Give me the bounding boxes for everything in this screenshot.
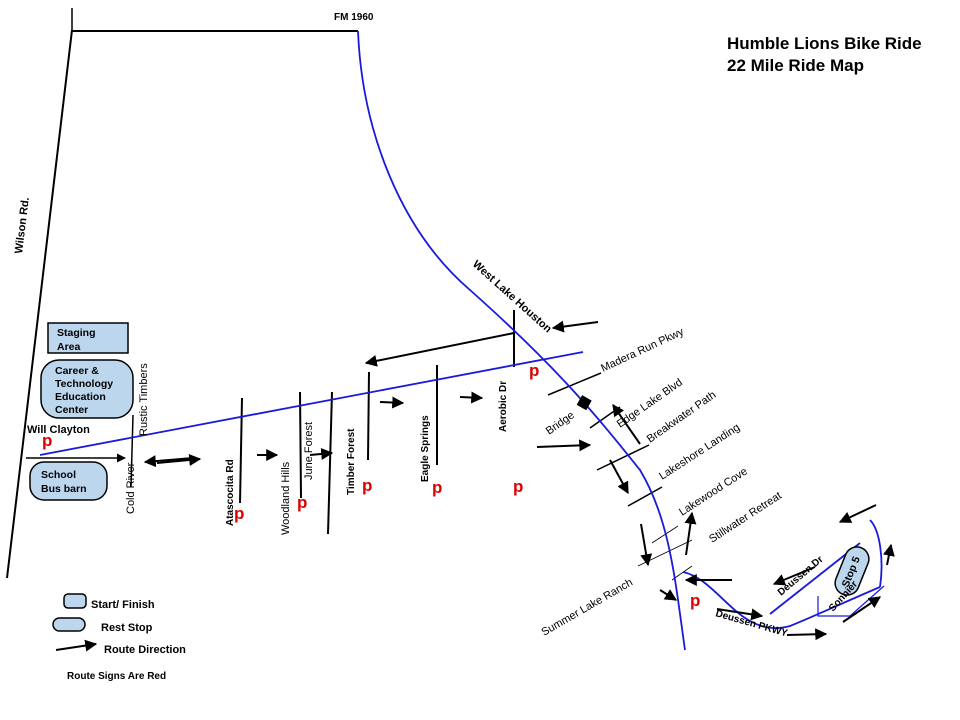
rustic-timbers-road [130, 414, 134, 488]
arrow-13 [684, 511, 697, 556]
arrow-15 [659, 589, 678, 601]
west-lake-houston-road [357, 30, 686, 651]
black-roads [6, 8, 693, 581]
sonnier-loop-road [817, 585, 885, 617]
breakwater-road [596, 444, 650, 471]
sonnier-road [869, 519, 883, 588]
aerobic-label: Aerobic Dr [498, 381, 509, 432]
stop5-box [834, 546, 870, 596]
stillwater-label: Stillwater Retreat [707, 490, 784, 546]
career-label-1: Career & [55, 365, 99, 377]
will-clayton-blue-road [39, 351, 584, 456]
career-label-3: Education [55, 391, 106, 403]
career-label-4: Center [55, 404, 88, 416]
deussen-pkwy-label: Deussen PKWY [714, 608, 789, 639]
atascocita-road [239, 397, 243, 504]
staging-area-box [47, 322, 129, 354]
route-arrows [143, 320, 895, 641]
legend-route-direction-label: Route Direction [104, 644, 186, 656]
arrow-9 [536, 439, 592, 452]
timber-forest-road [367, 371, 370, 461]
arrow-17 [786, 628, 828, 641]
staging-label-1: Staging [57, 327, 96, 339]
lakeshore-road [627, 486, 663, 507]
route-sign-3: p [297, 493, 307, 512]
legend-route-signs-label: Route Signs Are Red [67, 671, 166, 682]
place-boxes [29, 322, 870, 596]
bridge-label: Bridge [544, 409, 577, 437]
legend: Start/ Finish Rest Stop Route Direction … [52, 593, 186, 682]
arrow-6 [459, 391, 484, 404]
madera-run-label: Madera Run Pkwy [599, 326, 686, 375]
arrow-5 [379, 396, 405, 409]
route-sign-8: p [690, 591, 700, 610]
west-lake-houston-label: West Lake Houston [470, 258, 554, 335]
arrow-12 [640, 523, 653, 567]
cold-river-label: Cold River [125, 462, 137, 514]
lakewood-label: Lakewood Cove [677, 465, 750, 518]
place-labels: Staging Area Career & Technology Educati… [41, 327, 863, 589]
route-sign-4: p [362, 476, 372, 495]
timber-forest-label: Timber Forest [346, 428, 357, 495]
staging-label-2: Area [57, 341, 81, 353]
legend-rest-stop-icon [52, 617, 86, 632]
fm1960-label: FM 1960 [334, 12, 374, 23]
route-sign-5: p [432, 478, 442, 497]
route-sign-6: p [513, 477, 523, 496]
arrow-7 [364, 332, 515, 367]
route-sign-1: p [42, 431, 52, 450]
arrow-1 [143, 455, 194, 468]
arrow-19 [838, 504, 877, 523]
june-forest-label: June Forest [303, 422, 315, 480]
school-label-1: School [41, 469, 76, 481]
arrow-21 [842, 596, 881, 623]
arrow-10 [612, 404, 641, 445]
map-title-line1: Humble Lions Bike Ride [727, 34, 922, 53]
career-center-box [40, 359, 134, 419]
legend-start-finish-label: Start/ Finish [91, 599, 155, 611]
road-labels: FM 1960 Wilson Rd. West Lake Houston Wil… [13, 12, 860, 639]
legend-start-finish-icon [63, 593, 87, 609]
arrow-16 [716, 608, 764, 621]
school-label-2: Bus barn [41, 483, 87, 495]
eagle-springs-label: Eagle Springs [420, 415, 431, 482]
arrow-8 [551, 320, 599, 333]
madera-run-road [547, 372, 602, 396]
woodland-hills-road [299, 391, 302, 499]
arrow-4 [309, 448, 334, 460]
wilson-road [6, 29, 73, 579]
arrow-18 [772, 566, 816, 586]
wilson-label: Wilson Rd. [13, 197, 32, 255]
school-bus-barn-box [29, 461, 108, 501]
arrow-20 [882, 543, 895, 566]
woodland-hills-label: Woodland Hills [280, 461, 292, 535]
will-clayton-label: Will Clayton [27, 424, 90, 436]
june-forest-road [327, 391, 333, 535]
bridge-marker [576, 395, 592, 411]
rustic-timbers-label: Rustic Timbers [138, 363, 150, 436]
blue-roads [39, 30, 885, 651]
map-title-line2: 22 Mile Ride Map [727, 56, 864, 75]
route-sign-7: p [529, 361, 539, 380]
career-label-2: Technology [55, 378, 113, 390]
summer-lake-label: Summer Lake Ranch [540, 577, 635, 639]
atascocita-label: Atascocita Rd [225, 459, 236, 526]
arrow-2 [156, 454, 202, 466]
route-sign-2: p [234, 504, 244, 523]
legend-rest-stop-label: Rest Stop [101, 622, 153, 634]
legend-arrow-icon [55, 639, 98, 652]
arrow-11 [609, 459, 629, 495]
route-signs: p p p p p p p p [42, 361, 700, 610]
deussen-pkwy-road [682, 571, 881, 629]
